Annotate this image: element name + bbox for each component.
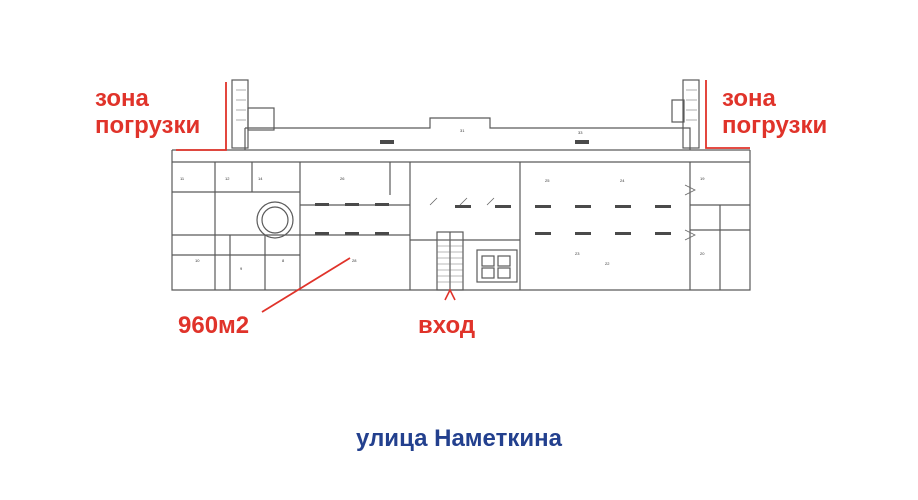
entrance-arrow [444,288,456,301]
svg-text:31: 31 [460,128,465,133]
street-label: улица Наметкина [356,425,562,452]
svg-text:22: 22 [605,261,610,266]
svg-text:25: 25 [545,178,550,183]
outer-wall [171,150,751,291]
svg-text:28: 28 [352,258,357,263]
loading-zone-right-boundary [705,80,750,149]
svg-text:10: 10 [195,258,200,263]
loading-zone-left-boundary [176,82,227,151]
svg-text:19: 19 [700,176,705,181]
round-hall [256,201,294,239]
area-label: 960м2 [178,312,250,339]
svg-text:14: 14 [258,176,263,181]
loading-zone-left-label: зона погрузки [95,85,201,139]
svg-text:8: 8 [282,258,285,263]
lift-block [476,249,518,283]
svg-text:11: 11 [180,176,185,181]
entrance-label: вход [418,312,476,339]
loading-zone-right-label: зона погрузки [722,85,828,139]
svg-text:12: 12 [225,176,230,181]
svg-text:26: 26 [340,176,345,181]
svg-text:33: 33 [578,130,583,135]
svg-text:20: 20 [700,251,705,256]
svg-text:9: 9 [240,266,243,271]
stair-right [682,79,700,149]
area-pointer-line [261,257,351,313]
svg-text:24: 24 [620,178,625,183]
svg-text:23: 23 [575,251,580,256]
